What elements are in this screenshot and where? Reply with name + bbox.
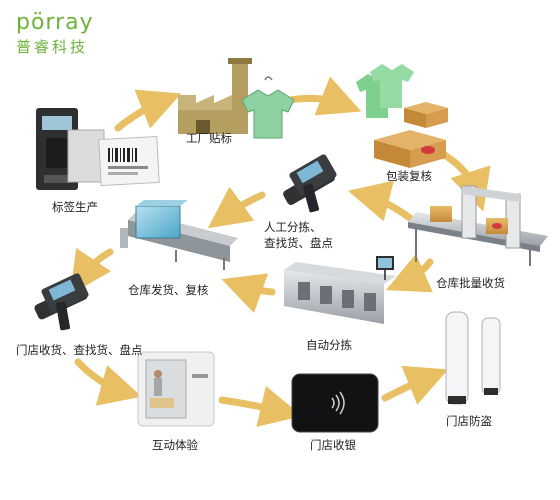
store-checkout-caption: 门店收银 [310,438,356,452]
arrow-auto-to-ship [221,273,276,314]
checkout-pad-illustration [291,373,379,433]
brand-mark: pörray [16,10,94,35]
arrow-factory-to-packing [286,76,362,116]
label-printer-illustration [36,108,160,190]
factory-tagging-caption: 工厂贴标 [186,131,232,145]
packing-recheck-caption: 包装复核 [386,169,432,183]
arrow-receive-to-auto [386,253,434,293]
arrow-label-to-factory [114,89,182,132]
store-anti-theft-caption: 门店防盗 [446,414,492,428]
brand-logo: pörray 普睿科技 [16,12,94,57]
handheld-scanner-manual-illustration [283,154,337,213]
auto-sorter-illustration [284,256,396,324]
arrow-checkout-to-antitheft [381,365,449,405]
arrow-manual-to-ship [207,186,266,229]
arrow-ship-to-store [70,247,114,295]
handheld-scanner-store-illustration [34,273,89,331]
factory-illustration [178,58,295,139]
kiosk-illustration [137,351,215,427]
manual-sorting-caption-1: 人工分拣、 [264,220,322,234]
interactive-experience-caption: 互动体验 [152,438,198,452]
warehouse-ship-recheck-caption: 仓库发货、复核 [128,283,209,297]
anti-theft-gates-illustration [445,311,501,405]
label-production-caption: 标签生产 [52,200,98,214]
tunnel-machine-illustration [120,200,238,270]
arrow-store-to-interactive [74,358,142,406]
receiving-portal-illustration [408,185,548,266]
manual-sorting-caption-2: 查找货、盘点 [264,236,333,250]
packing-illustration [356,64,448,168]
arrow-receive-to-manual [348,180,414,222]
auto-sorting-caption: 自动分拣 [306,338,352,352]
brand-name: 普睿科技 [16,38,89,56]
warehouse-bulk-receive-caption: 仓库批量收货 [436,276,505,290]
store-receive-caption: 门店收货、查找货、盘点 [16,343,143,357]
arrow-interactive-to-checkout [218,385,303,427]
